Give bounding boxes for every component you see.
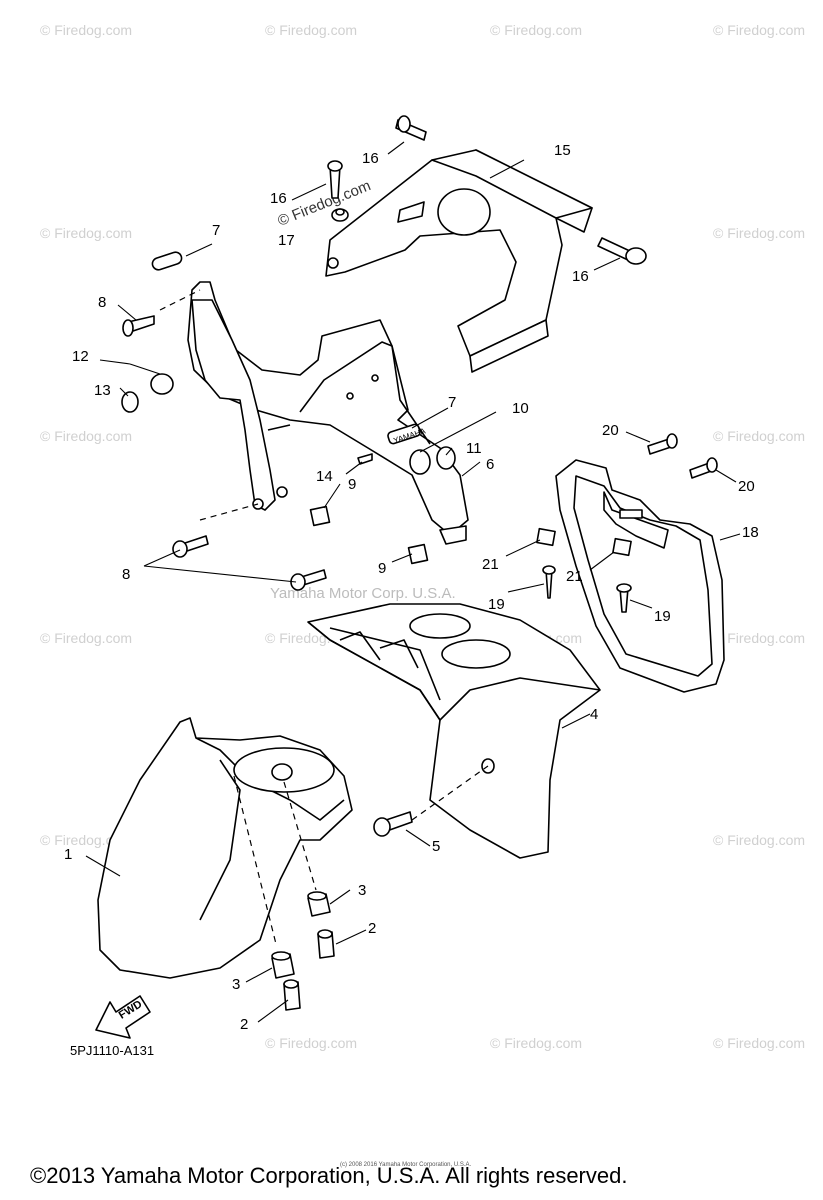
nut-9 (309, 505, 331, 527)
callout-label: 3 (232, 976, 241, 993)
callout-label: 8 (122, 566, 131, 583)
callout-label: 6 (486, 456, 495, 473)
watermark: © Firedog.com (265, 22, 358, 38)
callout-label: 2 (368, 920, 377, 937)
callout-label: 15 (554, 142, 571, 159)
watermark: © Firedog.com (265, 1035, 358, 1051)
bolt-8 (290, 569, 327, 591)
callout-label: 7 (212, 222, 221, 239)
callout-label: 4 (590, 706, 599, 723)
callout-label: 14 (316, 468, 333, 485)
watermark: © Firedog.com (713, 630, 806, 646)
watermark: © Firedog.com (40, 630, 133, 646)
diagram-code: 5PJ1110-A131 (70, 1043, 155, 1058)
callout-label: 2 (240, 1016, 249, 1033)
leader-dashes (159, 289, 489, 945)
callout-label: 16 (362, 150, 379, 167)
bolt-16 (395, 115, 427, 141)
screw-20 (647, 433, 678, 455)
callout-label: 8 (98, 294, 107, 311)
bracket-15 (325, 149, 593, 373)
callout-label: 7 (448, 394, 457, 411)
inner-fender-4 (307, 603, 601, 859)
watermark: © Firedog.com (713, 832, 806, 848)
watermark: © Firedog.com (713, 225, 806, 241)
side-cover-18 (555, 459, 725, 693)
nut-3 (307, 891, 331, 917)
callout-label: 19 (488, 596, 505, 613)
callout-label: 13 (94, 382, 111, 399)
watermark: © Firedog.com (40, 428, 133, 444)
callout-label: 18 (742, 524, 759, 541)
callout-label: 9 (348, 476, 357, 493)
bolt-16 (597, 237, 647, 265)
bolt-2 (283, 979, 301, 1011)
front-fender-1 (97, 717, 353, 979)
nut-17 (331, 208, 349, 222)
callout-label: 20 (602, 422, 619, 439)
nut-9 (407, 543, 429, 565)
watermark: © Firedog.com (40, 225, 133, 241)
callout-label: 9 (378, 560, 387, 577)
screw-20 (689, 457, 718, 479)
callout-label: 10 (512, 400, 529, 417)
grommet-7 (151, 251, 183, 271)
watermark: © Firedog.com (713, 428, 806, 444)
copyright-notice: ©2013 Yamaha Motor Corporation, U.S.A. A… (30, 1163, 628, 1188)
callout-label: 21 (566, 568, 583, 585)
callout-label: 5 (432, 838, 441, 855)
fwd-arrow (95, 995, 151, 1039)
bolt-2 (317, 929, 335, 959)
center-watermark: Yamaha Motor Corp. U.S.A. (270, 585, 456, 602)
nut-21 (612, 537, 632, 557)
tiny-copyright: (c) 2008 2016 Yamaha Motor Corporation, … (340, 1162, 472, 1168)
watermark: © Firedog.com (40, 22, 133, 38)
leader-lines (85, 141, 741, 1023)
screw-19 (616, 583, 632, 613)
bolt-8 (172, 535, 209, 558)
screw-19 (542, 565, 556, 599)
grommet-12-13 (121, 373, 174, 413)
callout-label: 16 (270, 190, 287, 207)
watermark: © Firedog.com (490, 22, 583, 38)
grommet-10-11 (409, 446, 456, 475)
callout-label: 16 (572, 268, 589, 285)
nut-3 (271, 951, 295, 979)
bolt-5 (373, 811, 413, 837)
callout-label: 20 (738, 478, 755, 495)
watermark: © Firedog.com (713, 22, 806, 38)
callout-label: 17 (278, 232, 295, 249)
nut-21 (536, 527, 556, 547)
cover-6: YAMAHA (187, 281, 469, 545)
callout-label: 21 (482, 556, 499, 573)
callout-label: 3 (358, 882, 367, 899)
callout-label: 11 (466, 440, 482, 457)
callout-label: 19 (654, 608, 671, 625)
callout-label: 1 (64, 846, 73, 863)
screw-14 (357, 453, 373, 465)
callout-label: 12 (72, 348, 89, 365)
watermark: © Firedog.com (490, 1035, 583, 1051)
bolt-8 (122, 315, 155, 337)
watermark: © Firedog.com (713, 1035, 806, 1051)
bolt-16 (327, 160, 343, 199)
